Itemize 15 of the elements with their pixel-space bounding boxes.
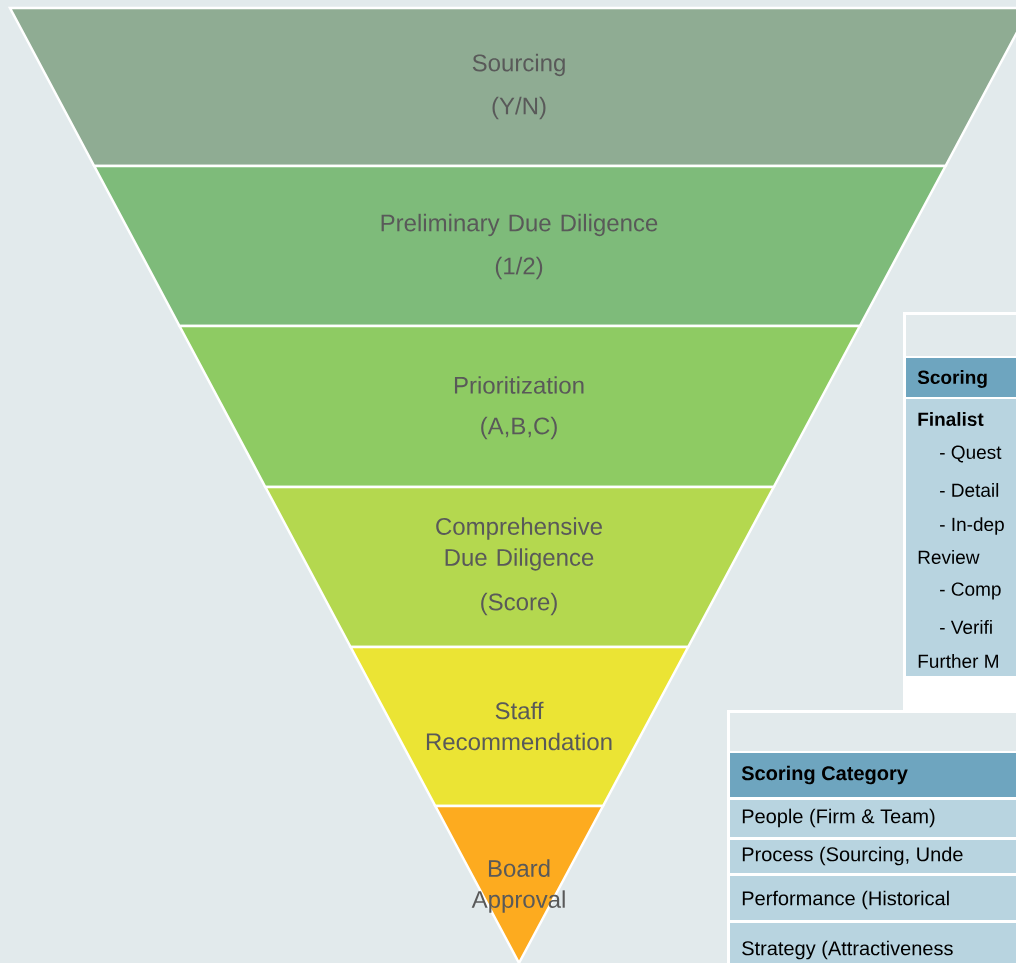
cell-text: - Quest (940, 445, 1002, 463)
cell-text: - Detail (940, 483, 999, 497)
cell-text: Finalist (918, 412, 984, 426)
cell-text: - Verifi (940, 620, 992, 634)
cell-text: - In-dep (940, 517, 1004, 535)
cell-text: Scoring Category (741, 765, 908, 785)
cell-text: - Comp (940, 582, 1001, 600)
funnel-band: Preliminary Due Diligence (1/2) (92, 164, 948, 328)
cell-text: Further M (918, 654, 998, 668)
cell-text: Scoring (917, 370, 987, 388)
cell-text: Strategy (Attractiveness (742, 940, 953, 960)
cell-text: People (Firm & Team) (742, 808, 935, 828)
cell-text: Process (Sourcing, Unde (742, 846, 963, 866)
cell-text: Review (918, 550, 980, 564)
cell-text: Performance (Historical (742, 890, 949, 910)
